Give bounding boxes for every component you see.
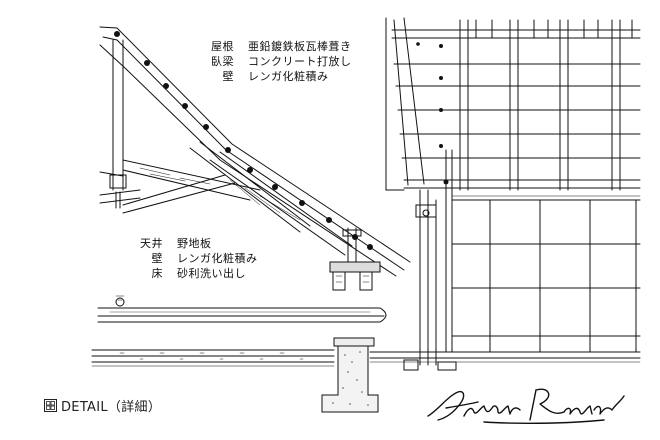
note-key: 屋根: [211, 40, 234, 53]
note-key: 壁: [222, 70, 234, 83]
roof-materials-note: 屋根 亜鉛鍍鉄板瓦棒葺き 臥梁 コンクリート打放し 壁 レンガ化粧積み: [204, 39, 352, 84]
drawing-title-label: DETAIL（詳細）: [61, 400, 162, 415]
note-row: 屋根 亜鉛鍍鉄板瓦棒葺き: [204, 39, 352, 54]
concrete-footing: [321, 337, 379, 413]
horizontal-log-beam: [97, 295, 387, 323]
note-row: 床 砂利洗い出し: [133, 266, 258, 281]
note-value: レンガ化粧積み: [177, 252, 258, 265]
note-key: 床: [151, 267, 163, 280]
window-frame-elevation: [385, 17, 641, 353]
note-value: 亜鉛鍍鉄板瓦棒葺き: [248, 40, 352, 53]
note-key: 臥梁: [211, 55, 234, 68]
note-key: 壁: [151, 252, 163, 265]
note-row: 壁 レンガ化粧積み: [133, 251, 258, 266]
grid-square-icon: [44, 399, 57, 412]
note-row: 天井 野地板: [133, 236, 258, 251]
note-value: 野地板: [177, 237, 212, 250]
handwritten-signature: [427, 388, 625, 424]
note-row: 臥梁 コンクリート打放し: [204, 54, 352, 69]
floor-slab: [91, 349, 641, 363]
note-value: レンガ化粧積み: [248, 70, 329, 83]
rafter-bolts: [114, 31, 373, 250]
note-value: コンクリート打放し: [248, 55, 352, 68]
note-value: 砂利洗い出し: [177, 267, 246, 280]
note-row: 壁 レンガ化粧積み: [204, 69, 352, 84]
drawing-title: DETAIL（詳細）: [44, 396, 161, 415]
roof-truss: [99, 26, 411, 291]
note-key: 天井: [140, 237, 163, 250]
interior-materials-note: 天井 野地板 壁 レンガ化粧積み 床 砂利洗い出し: [133, 236, 258, 281]
